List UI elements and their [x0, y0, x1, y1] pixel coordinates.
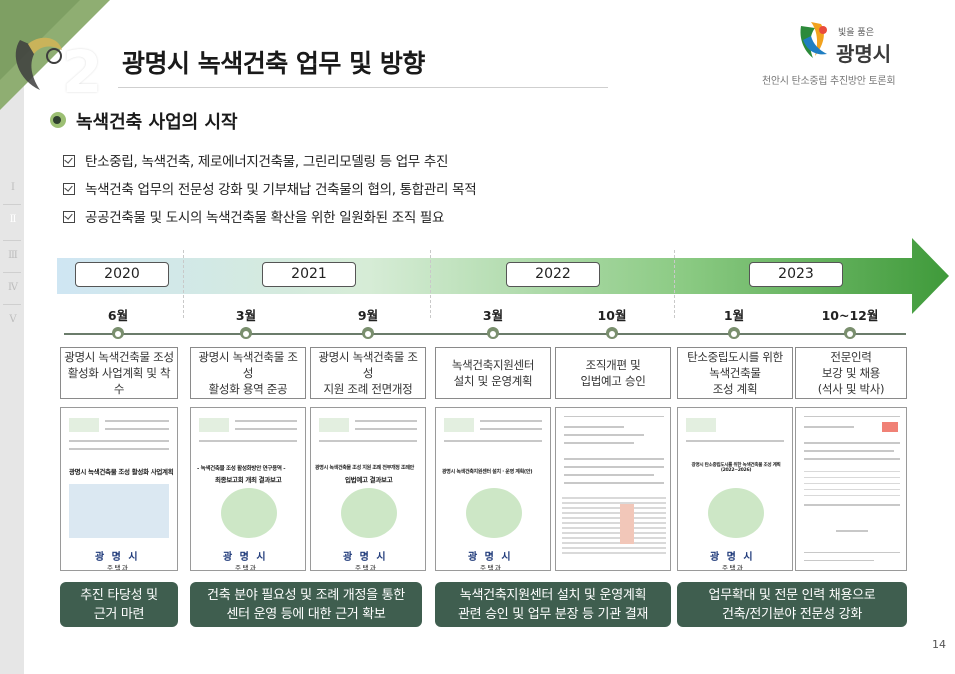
document-city: 광 명 시: [468, 552, 513, 563]
section-bullet-icon: [50, 112, 66, 128]
document-title: - 녹색건축물 조성 활성화방안 연구용역 -: [197, 466, 286, 472]
nav-item-5[interactable]: Ⅴ: [9, 314, 17, 325]
document-thumbnail[interactable]: 광명시 녹색건축물 조성 지원 조례 전부개정 조례안 입법예고 결과보고 광 …: [310, 407, 426, 571]
page-title: 광명시 녹색건축 업무 및 방향: [122, 49, 425, 78]
point-text: 녹색건축 업무의 전문성 강화 및 기부채납 건축물의 협의, 통합관리 목적: [85, 182, 477, 198]
side-navigation: Ⅰ Ⅱ Ⅲ Ⅳ Ⅴ: [0, 0, 24, 674]
document-city: 광 명 시: [343, 552, 388, 563]
document-city: 광 명 시: [223, 552, 268, 563]
document-map-image: [341, 488, 397, 538]
point-text: 공공건축물 및 도시의 녹색건축물 확산을 위한 일원화된 조직 필요: [85, 210, 445, 226]
document-map-image: [221, 488, 277, 538]
summary-box: 업무확대 및 전문 인력 채용으로 건축/전기분야 전문성 강화: [677, 582, 907, 627]
checkbox-icon: [63, 183, 75, 195]
document-title: 광명시 녹색건축물 조성 활성화 사업계획: [69, 468, 174, 476]
section-corner-decoration: [0, 0, 110, 110]
logo-name: 광명시: [836, 42, 892, 66]
summary-box: 녹색건축지원센터 설치 및 운영계획 관련 승인 및 업무 분장 등 기관 결재: [435, 582, 671, 627]
checkbox-icon: [63, 211, 75, 223]
timeline-node-icon: [362, 327, 374, 339]
document-thumbnail[interactable]: 광명시 녹색건축물 조성 활성화 사업계획 광 명 시 주 택 과: [60, 407, 178, 571]
event-box: 녹색건축지원센터 설치 및 운영계획: [435, 347, 551, 399]
nav-item-3[interactable]: Ⅲ: [8, 250, 18, 261]
timeline-node-icon: [487, 327, 499, 339]
document-title: 광명시 탄소중립도시를 위한 녹색건축물 조성 계획(2022~2026): [691, 463, 781, 473]
year-label-2021: 2021: [262, 262, 356, 287]
document-highlight: [620, 504, 634, 544]
section-number: 2: [62, 38, 103, 106]
document-map-image: [708, 488, 764, 538]
document-thumbnail[interactable]: [555, 407, 671, 571]
timeline-node-icon: [728, 327, 740, 339]
event-box: 광명시 녹색건축물 조성 활성화 용역 준공: [190, 347, 306, 399]
year-label-2023: 2023: [749, 262, 843, 287]
document-stamp: [882, 422, 898, 432]
timeline-node-icon: [844, 327, 856, 339]
section-heading: 녹색건축 사업의 시작: [76, 112, 238, 133]
nav-item-1[interactable]: Ⅰ: [11, 182, 15, 193]
document-thumbnail[interactable]: [795, 407, 907, 571]
timeline-node-icon: [240, 327, 252, 339]
document-table-image: [804, 470, 900, 496]
point-item-3: 공공건축물 및 도시의 녹색건축물 확산을 위한 일원화된 조직 필요: [63, 206, 444, 226]
document-dept: 주 택 과: [722, 564, 743, 571]
month-label: 10~12월: [821, 308, 879, 323]
document-city: 광 명 시: [95, 552, 140, 563]
title-divider: [118, 87, 608, 88]
document-dept: 주 택 과: [355, 564, 376, 571]
document-cover-image: [69, 484, 169, 538]
year-label-2020: 2020: [75, 262, 169, 287]
logo-tagline: 빛을 품은: [838, 28, 874, 38]
checkbox-icon: [63, 155, 75, 167]
month-label: 6월: [107, 308, 129, 323]
timeline-line: [64, 333, 906, 335]
timeline-arrow: [57, 238, 949, 314]
event-box: 탄소중립도시를 위한 녹색건축물 조성 계획: [677, 347, 793, 399]
event-subtitle: 천안시 탄소중립 추진방안 토론회: [762, 76, 896, 87]
month-label: 9월: [357, 308, 379, 323]
document-subtitle: 입법예고 결과보고: [345, 476, 393, 484]
year-label-2022: 2022: [506, 262, 600, 287]
document-table-image: [562, 496, 666, 554]
point-item-2: 녹색건축 업무의 전문성 강화 및 기부채납 건축물의 협의, 통합관리 목적: [63, 178, 477, 198]
timeline-node-icon: [112, 327, 124, 339]
document-thumbnail[interactable]: - 녹색건축물 조성 활성화방안 연구용역 - 최종보고회 개최 결과보고 광 …: [190, 407, 306, 571]
document-map-image: [466, 488, 522, 538]
document-title: 광명시 녹색건축물 조성 지원 조례 전부개정 조례안: [315, 465, 414, 471]
month-label: 10월: [597, 308, 627, 323]
point-item-1: 탄소중립, 녹색건축, 제로에너지건축물, 그린리모델링 등 업무 추진: [63, 150, 448, 170]
summary-box: 추진 타당성 및 근거 마련: [60, 582, 178, 627]
event-box: 광명시 녹색건축물 조성 활성화 사업계획 및 착수: [60, 347, 178, 399]
document-city: 광 명 시: [710, 552, 755, 563]
nav-item-2[interactable]: Ⅱ: [9, 214, 17, 225]
summary-box: 건축 분야 필요성 및 조례 개정을 통한 센터 운영 등에 대한 근거 확보: [190, 582, 422, 627]
nav-item-4[interactable]: Ⅳ: [8, 282, 18, 293]
month-label: 1월: [723, 308, 745, 323]
point-text: 탄소중립, 녹색건축, 제로에너지건축물, 그린리모델링 등 업무 추진: [85, 154, 449, 170]
document-dept: 주 택 과: [107, 564, 128, 571]
event-box: 광명시 녹색건축물 조성 지원 조례 전면개정: [310, 347, 426, 399]
month-label: 3월: [235, 308, 257, 323]
gwangmyeong-logo-icon: [800, 22, 827, 58]
event-box: 조직개편 및 입법예고 승인: [555, 347, 671, 399]
document-title: 광명시 녹색건축지원센터 설치 · 운영 계획(안): [442, 469, 533, 475]
document-thumbnail[interactable]: 광명시 탄소중립도시를 위한 녹색건축물 조성 계획(2022~2026) 광 …: [677, 407, 793, 571]
event-box: 전문인력 보강 및 채용 (석사 및 박사): [795, 347, 907, 399]
month-label: 3월: [482, 308, 504, 323]
page-number: 14: [932, 638, 946, 651]
document-dept: 주 택 과: [480, 564, 501, 571]
document-subtitle: 최종보고회 개최 결과보고: [215, 476, 282, 484]
document-dept: 주 택 과: [235, 564, 256, 571]
document-thumbnail[interactable]: 광명시 녹색건축지원센터 설치 · 운영 계획(안) 광 명 시 주 택 과: [435, 407, 551, 571]
timeline-node-icon: [606, 327, 618, 339]
